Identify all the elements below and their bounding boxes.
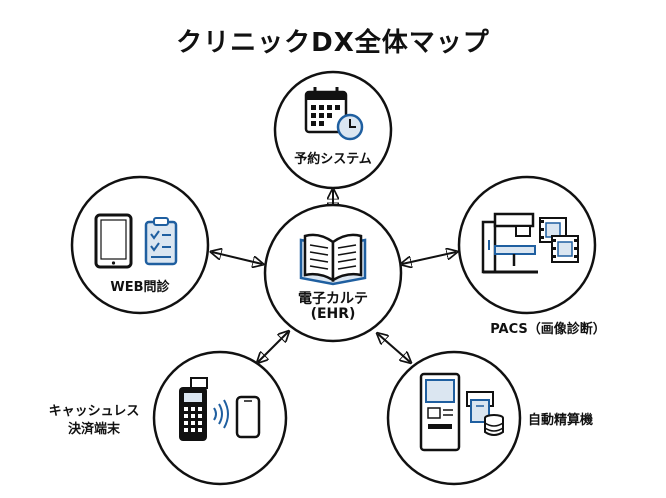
label-kiosk: 自動精算機 <box>528 413 594 428</box>
connector-pacs <box>402 252 456 264</box>
calendar-clock-icon <box>304 87 364 141</box>
connector-group <box>212 190 456 362</box>
label-reservation: 予約システム <box>294 152 372 167</box>
connector-cashless <box>258 332 288 362</box>
node-cashless-circle <box>152 350 288 486</box>
xray-machine-icon <box>481 212 538 274</box>
coin-card-icon <box>466 391 504 436</box>
label-pacs: PACS（画像診断） <box>490 322 606 337</box>
connector-kiosk <box>378 334 410 362</box>
label-web-questionnaire: WEB問診 <box>110 280 170 295</box>
diagram-title: クリニックDX全体マップ <box>176 28 490 58</box>
label-cashless-line2: 決済端末 <box>67 422 120 437</box>
film-icon <box>539 217 579 263</box>
label-ehr-line2: (EHR) <box>310 306 356 322</box>
tablet-clipboard-icon <box>94 213 178 269</box>
connector-web <box>212 252 262 264</box>
smartphone-icon <box>235 395 261 439</box>
label-ehr-line1: 電子カルテ <box>298 291 368 307</box>
node-web-circle <box>70 175 210 315</box>
open-book-icon <box>299 233 367 286</box>
label-cashless-line1: キャッシュレス <box>48 404 140 419</box>
kiosk-icon <box>419 372 461 452</box>
payment-terminal-icon <box>179 377 229 441</box>
